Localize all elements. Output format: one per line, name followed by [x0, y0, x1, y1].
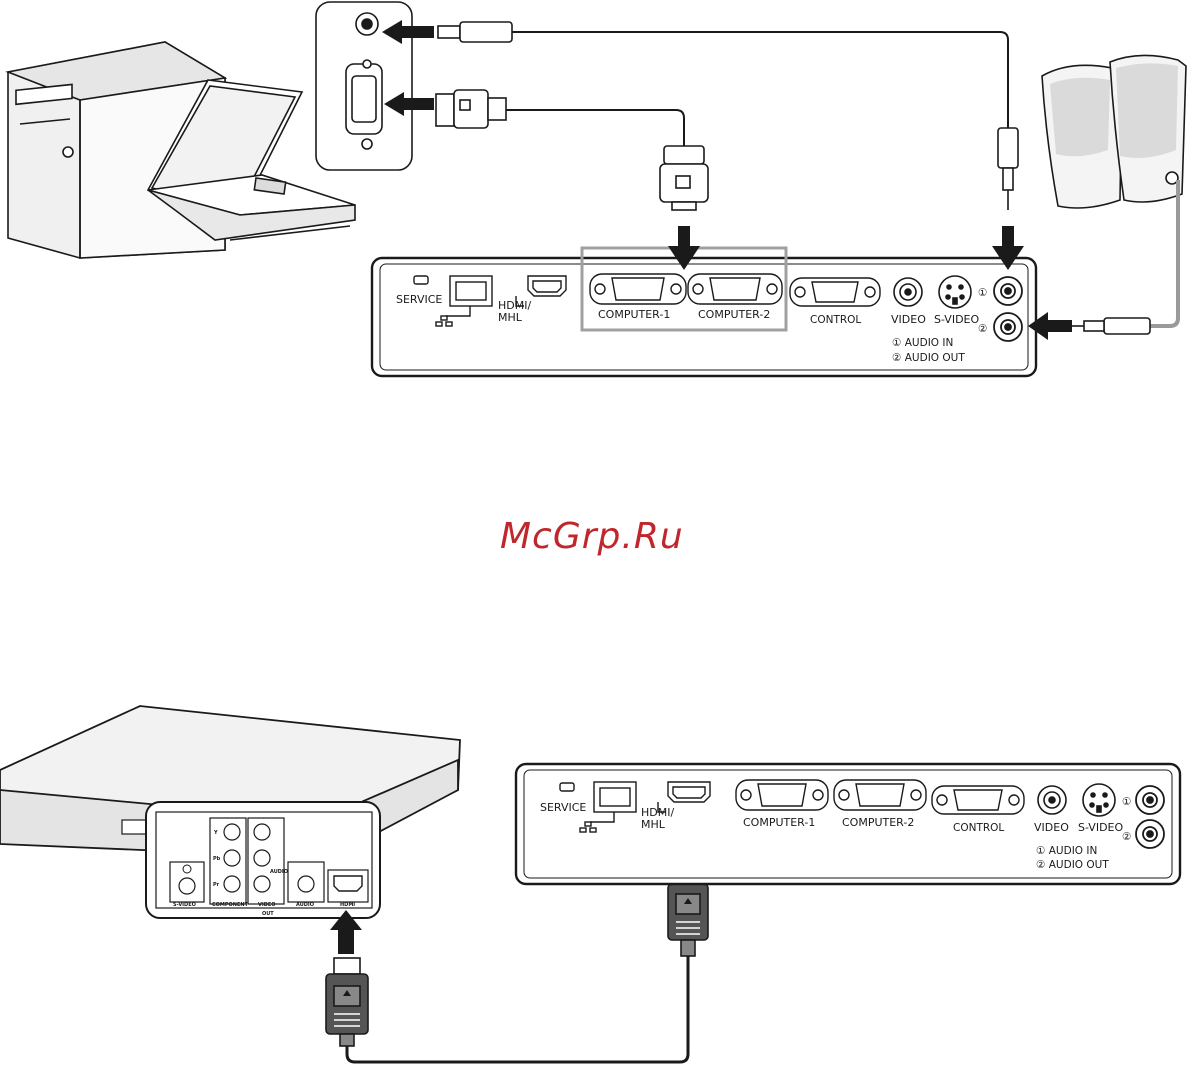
svideo-label: S-VIDEO	[934, 313, 979, 326]
player-svideo-label: S-VIDEO	[173, 902, 196, 908]
control-label-b: CONTROL	[953, 822, 1004, 834]
player-video-label: VIDEO	[258, 902, 276, 908]
audio-out-legend-b: ② AUDIO OUT	[1036, 859, 1109, 871]
svideo-label-b: S-VIDEO	[1078, 821, 1123, 834]
service-label: SERVICE	[396, 293, 442, 306]
video-label: VIDEO	[891, 313, 926, 326]
player-y-label: Y	[213, 830, 218, 836]
speakers	[1042, 55, 1186, 208]
computer1-label: COMPUTER-1	[598, 308, 670, 321]
vga-cable-top	[436, 90, 708, 210]
player-port-callout: S-VIDEO Y Pb Pr COMPONENT AUDIO VIDEO AU…	[146, 802, 380, 918]
control-label: CONTROL	[810, 314, 861, 326]
hdmi-label-line2: MHL	[498, 311, 523, 324]
hdmi-plug-player	[326, 958, 368, 1046]
computer1-label-b: COMPUTER-1	[743, 816, 815, 829]
audio-out-marker-b: ②	[1122, 831, 1131, 843]
audio-out-marker: ②	[978, 323, 987, 335]
service-label-b: SERVICE	[540, 801, 586, 814]
watermark: McGrp.Ru	[500, 516, 684, 557]
computer2-label-b: COMPUTER-2	[842, 816, 914, 829]
player-pr-label: Pr	[213, 882, 220, 888]
audio-out-legend: ② AUDIO OUT	[892, 352, 965, 364]
projector-panel-bottom: SERVICE HDMI/ MHL COMPUTER-1 COMPUTER-2	[516, 764, 1180, 884]
audio-in-marker-b: ①	[1122, 796, 1131, 808]
projector-panel-top: SERVICE HDMI/ MHL COMPUTER-1	[372, 248, 1036, 376]
audio-in-legend: ① AUDIO IN	[892, 337, 953, 349]
audio-in-legend-b: ① AUDIO IN	[1036, 845, 1097, 857]
player-pb-label: Pb	[213, 856, 221, 862]
hdmi-label-line2-b: MHL	[641, 818, 666, 831]
player-out-label: OUT	[262, 911, 274, 917]
video-label-b: VIDEO	[1034, 821, 1069, 834]
player-audio-label: AUDIO	[270, 869, 288, 875]
audio-in-marker: ①	[978, 287, 987, 299]
player-hdmi-label: HDMI	[340, 902, 355, 908]
audio-cable-top	[438, 22, 1018, 210]
computer2-label: COMPUTER-2	[698, 308, 770, 321]
player-audio-out-label: AUDIO	[296, 902, 314, 908]
player-component-label: COMPONENT	[212, 902, 249, 908]
hdmi-cable	[347, 956, 688, 1062]
